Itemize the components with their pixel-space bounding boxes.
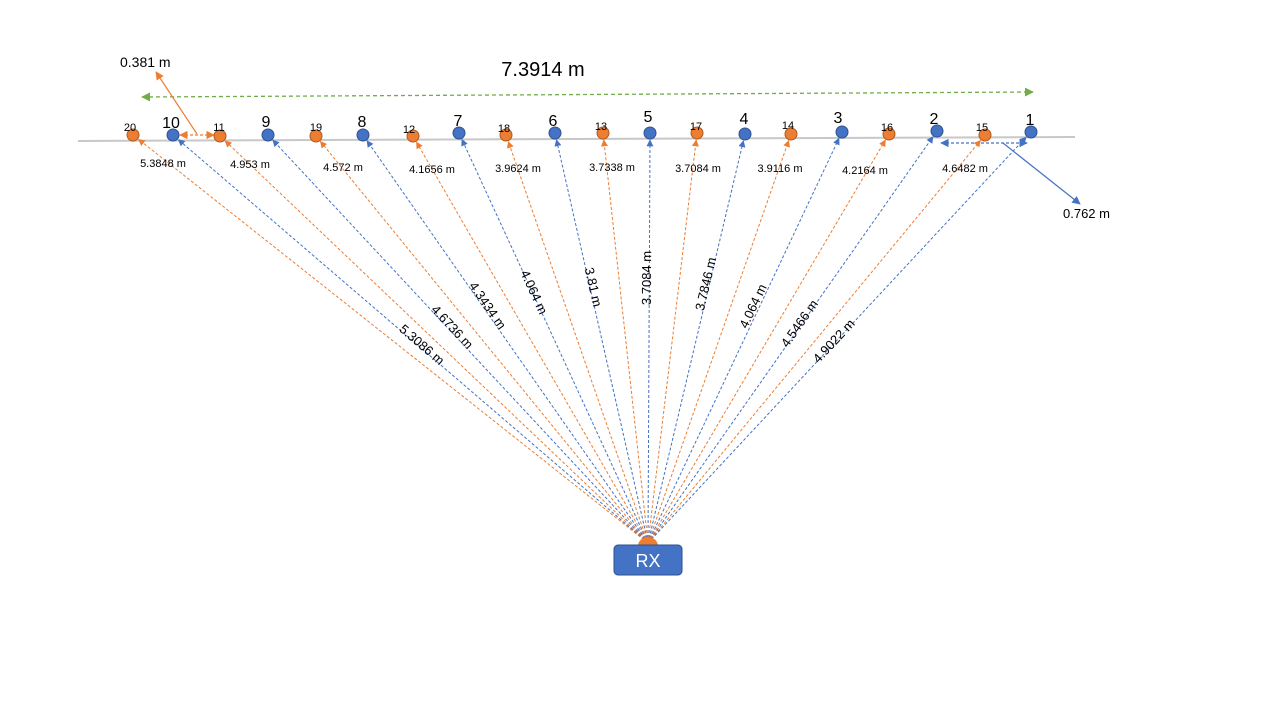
ray-to-node-6 <box>554 139 649 544</box>
node-14 <box>784 127 798 141</box>
ray-to-node-13 <box>601 139 649 544</box>
distance-label-node-9: 4.6736 m <box>428 302 476 352</box>
node-12 <box>406 129 420 143</box>
node-20 <box>126 128 140 142</box>
distance-label-node-8: 4.3434 m <box>466 279 509 332</box>
distance-label-node-12: 4.1656 m <box>409 164 455 176</box>
ray-group <box>137 136 1027 544</box>
node-label-17: 17 <box>690 121 702 133</box>
distance-label-node-3: 4.064 m <box>736 282 770 331</box>
node-group: 20 10 11 9 19 8 12 7 18 6 13 5 17 4 14 3 16 2 15 1 <box>124 109 1038 143</box>
span-dimension-label: 7.3914 m <box>501 59 584 81</box>
right-spacing-leader <box>1002 142 1081 205</box>
top-spacing-leader <box>155 71 198 135</box>
node-17 <box>690 126 704 140</box>
node-label-13: 13 <box>595 121 607 133</box>
node-label-12: 12 <box>403 124 415 136</box>
ray-to-node-4 <box>647 140 746 544</box>
distance-label-node-19: 4.572 m <box>323 162 363 174</box>
node-10 <box>166 128 180 142</box>
node-2 <box>930 124 944 138</box>
node-label-7: 7 <box>454 113 463 130</box>
node-label-20: 20 <box>124 122 136 134</box>
distance-label-node-20: 5.3848 m <box>140 158 186 170</box>
receiver-box <box>613 544 683 576</box>
ray-to-node-14 <box>647 139 790 544</box>
node-4 <box>738 127 752 141</box>
node-label-3: 3 <box>834 110 843 127</box>
node-label-6: 6 <box>549 113 558 130</box>
node-7 <box>452 126 466 140</box>
node-5 <box>643 126 657 140</box>
node-label-10: 10 <box>162 115 180 132</box>
node-label-11: 11 <box>213 122 224 134</box>
node-1 <box>1024 125 1038 139</box>
node-15 <box>978 128 992 142</box>
distance-label-node-7: 4.064 m <box>517 268 550 317</box>
node-label-5: 5 <box>644 109 653 126</box>
node-label-14: 14 <box>782 120 794 132</box>
distance-label-node-5: 3.7084 m <box>639 251 654 305</box>
distance-label-node-6: 3.81 m <box>582 266 605 308</box>
distance-label-node-16: 4.2164 m <box>842 165 888 177</box>
distance-label-node-4: 3.7846 m <box>692 256 719 312</box>
node-label-18: 18 <box>498 123 510 135</box>
node-label-8: 8 <box>358 114 367 131</box>
distance-label-node-18: 3.9624 m <box>495 163 541 175</box>
distance-label-node-11: 4.953 m <box>230 159 270 171</box>
node-label-15: 15 <box>976 122 988 134</box>
array-baseline <box>77 136 1076 142</box>
node-label-9: 9 <box>262 114 271 131</box>
distance-label-node-14: 3.9116 m <box>757 163 802 175</box>
ray-to-node-9 <box>272 139 649 544</box>
node-label-2: 2 <box>930 111 939 128</box>
ray-to-node-1 <box>647 136 1027 544</box>
ray-to-node-15 <box>647 139 981 544</box>
receiver-label: RX <box>635 551 660 571</box>
distance-label-node-17: 3.7084 m <box>675 163 721 175</box>
node-3 <box>835 125 849 139</box>
node-8 <box>356 128 370 142</box>
distance-label-group: 5.3848 m 4.953 m 4.572 m 4.1656 m 3.9624 m 3.… <box>140 158 988 368</box>
ray-to-node-12 <box>416 141 649 544</box>
ray-to-node-5 <box>646 139 654 544</box>
ray-to-node-20 <box>137 138 649 544</box>
ray-to-node-10 <box>177 139 649 544</box>
node-label-16: 16 <box>881 122 893 134</box>
span-dimension-arrow <box>141 87 1034 102</box>
ray-to-node-3 <box>647 137 840 544</box>
distance-label-node-1: 4.9022 m <box>810 316 858 366</box>
node-label-19: 19 <box>310 122 322 134</box>
node-9 <box>261 128 275 142</box>
ray-to-node-18 <box>507 140 649 544</box>
node-18 <box>499 128 513 142</box>
node-label-1: 1 <box>1026 112 1035 129</box>
node-13 <box>596 126 610 140</box>
node-19 <box>309 129 323 143</box>
node-label-4: 4 <box>740 111 749 128</box>
ray-to-node-19 <box>319 140 649 544</box>
distance-label-node-15: 4.6482 m <box>942 163 988 175</box>
ray-to-node-11 <box>224 140 649 544</box>
node-11 <box>213 129 227 143</box>
ray-to-node-17 <box>647 139 699 544</box>
receiver-antenna-icon <box>638 537 658 546</box>
node-6 <box>548 126 562 140</box>
ray-to-node-7 <box>461 138 649 544</box>
ray-to-node-2 <box>647 136 934 544</box>
top-spacing-label: 0.381 m <box>120 54 171 70</box>
right-spacing-label: 0.762 m <box>1063 206 1110 221</box>
ray-to-node-8 <box>366 140 649 544</box>
ray-to-node-16 <box>647 139 886 544</box>
receiver-rx: RX <box>613 537 683 576</box>
distance-label-node-13: 3.7338 m <box>589 162 635 174</box>
node-16 <box>882 127 896 141</box>
